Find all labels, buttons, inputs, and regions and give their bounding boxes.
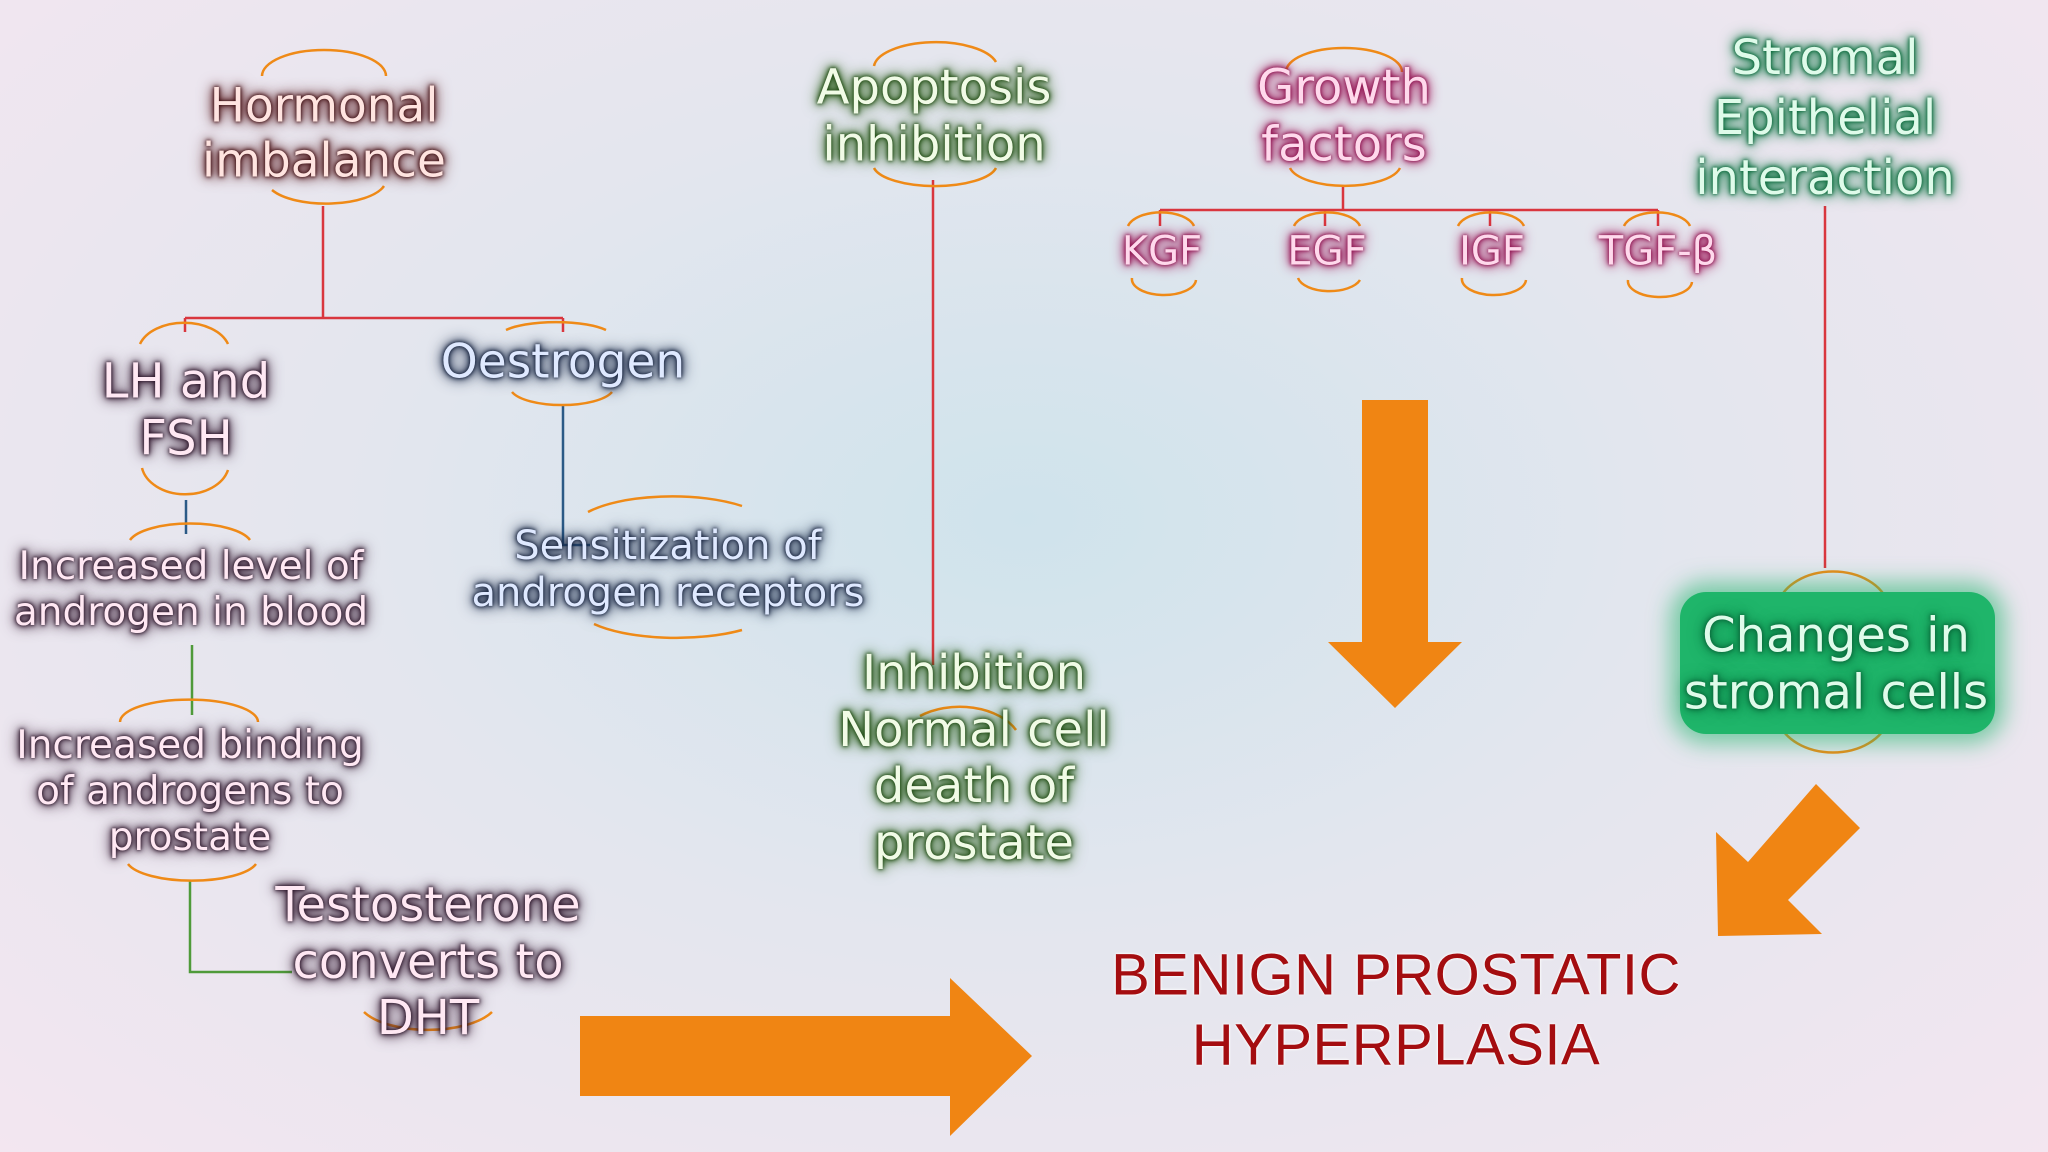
node-label: factors (1261, 116, 1427, 172)
node-label: prostate (108, 815, 272, 861)
changes-box (1680, 592, 1995, 734)
node-hormonal-imbalance: Hormonal imbalance (202, 79, 446, 190)
node-label: Epithelial (1713, 90, 1937, 146)
ring-egf-top (1292, 211, 1362, 227)
node-label: androgen in blood (13, 590, 369, 635)
ring-binding-top (118, 698, 260, 723)
ring-apoptosis-bottom (872, 167, 998, 188)
arrow-right-icon (580, 978, 1032, 1136)
ring-growth-top (1284, 46, 1404, 73)
ring-egf-bottom (1296, 277, 1362, 293)
node-label: KGF (1121, 228, 1203, 275)
node-sensitization: Sensitization of androgen receptors (472, 523, 865, 617)
node-kgf: KGF (1122, 228, 1202, 275)
node-label: IGF (1459, 228, 1525, 275)
node-apoptosis-inhibition: Apoptosis inhibition (817, 59, 1052, 172)
ring-changes-top (1776, 570, 1890, 605)
node-label: TGF-β (1598, 228, 1718, 275)
node-growth-factors: Growth factors (1257, 59, 1431, 172)
ring-growth-bottom (1288, 167, 1402, 188)
node-label: Increased binding (16, 722, 364, 768)
ring-sensitization-bottom (593, 622, 743, 640)
node-label: Increased level of (18, 543, 364, 589)
node-oestrogen: Oestrogen (441, 334, 685, 389)
node-egf: EGF (1287, 228, 1366, 275)
flow-arrows (580, 400, 1860, 1136)
node-label: Apoptosis (816, 59, 1052, 116)
node-label: BENIGN PROSTATIC (1111, 942, 1681, 1008)
node-label: Hormonal (209, 78, 439, 134)
node-increased-level: Increased level of androgen in blood (14, 544, 368, 636)
node-increased-binding: Increased binding of androgens to prosta… (16, 723, 364, 861)
ring-igf-top (1456, 211, 1526, 227)
node-label: death of (873, 758, 1075, 814)
node-label: imbalance (202, 134, 446, 189)
node-label: FSH (139, 410, 233, 466)
node-label: LH and (101, 353, 271, 410)
ring-kgf-top (1126, 211, 1196, 227)
node-label: interaction (1695, 150, 1955, 206)
ring-tgf-bottom (1626, 279, 1694, 299)
node-label: Oestrogen (440, 334, 686, 390)
node-label: Stromal (1731, 30, 1919, 86)
ring-oestrogen-top (505, 320, 607, 332)
ring-lh-bottom (140, 467, 230, 496)
node-label: prostate (873, 814, 1075, 871)
ring-kgf-bottom (1130, 277, 1198, 297)
ring-increased-level-top (128, 522, 252, 541)
node-stromal-epithelial: Stromal Epithelial interaction (1695, 28, 1955, 208)
node-label: EGF (1287, 228, 1367, 275)
node-label: inhibition (822, 116, 1046, 172)
ring-apoptosis-top (872, 40, 998, 67)
connector-binding-to-testosterone (188, 880, 292, 974)
node-label: HYPERPLASIA (1191, 1012, 1601, 1077)
node-label: stromal cells (1683, 664, 1989, 720)
ring-binding-bottom (127, 863, 257, 882)
node-label: of androgens to (36, 768, 344, 814)
node-label: DHT (376, 990, 480, 1047)
node-changes-stromal: Changes in stromal cells (1684, 607, 1988, 720)
node-label: Inhibition (861, 644, 1087, 701)
connector-oestrogen-to-sensitization (561, 404, 590, 547)
ring-hormonal-top (260, 48, 388, 77)
arrow-down-left-icon (1716, 784, 1860, 936)
node-label: converts to (292, 933, 564, 990)
ring-hormonal-bottom (271, 185, 386, 205)
node-label: Sensitization of (514, 522, 822, 569)
node-label: androgen receptors (471, 570, 865, 616)
ring-inhibition (919, 705, 1018, 731)
node-label: Normal cell (838, 701, 1110, 758)
decorative-rings (118, 40, 1890, 1032)
node-bph-title: BENIGN PROSTATIC HYPERPLASIA (1111, 940, 1681, 1079)
node-igf: IGF (1459, 228, 1525, 275)
ring-tgf-top (1622, 211, 1692, 227)
node-lh-fsh: LH and FSH (102, 353, 270, 466)
node-testosterone: Testosterone converts to DHT (275, 877, 580, 1047)
node-inhibition-cell-death: Inhibition Normal cell death of prostate (838, 645, 1110, 872)
ring-sensitization-top (587, 495, 743, 514)
node-label: Changes in (1702, 607, 1970, 664)
ring-oestrogen-bottom (511, 391, 613, 407)
node-tgf-beta: TGF-β (1599, 228, 1717, 275)
ring-igf-bottom (1460, 277, 1528, 297)
arrow-down-icon (1328, 400, 1462, 708)
node-label: Testosterone (275, 877, 581, 934)
ring-lh-top (138, 321, 230, 345)
ring-testosterone-bottom (363, 1011, 493, 1032)
node-label: Growth (1257, 59, 1431, 116)
ring-changes-bottom (1776, 719, 1890, 754)
